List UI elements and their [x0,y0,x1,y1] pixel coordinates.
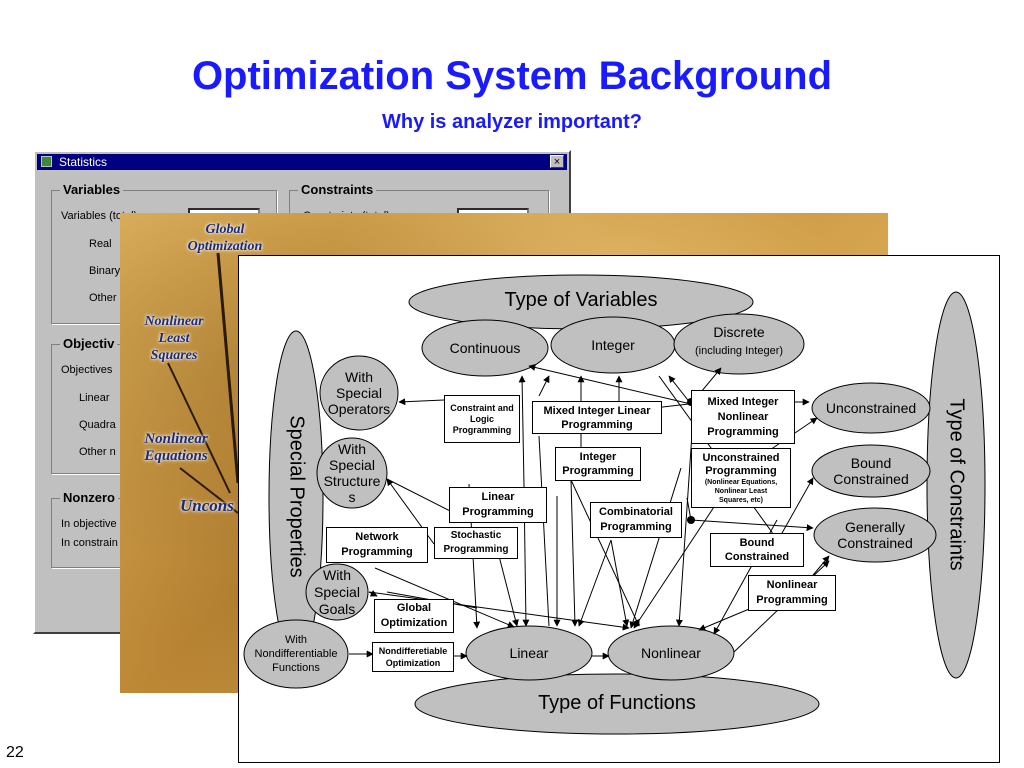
bound-constrained-label: Bound Constrained [833,455,909,487]
linear-label: Linear [509,645,549,661]
decor-line [167,362,231,494]
connector [498,555,519,627]
connector [577,539,612,627]
with-nondifferentiable-ellipse [243,619,349,689]
parchment-lines [167,252,240,514]
type-of-functions-ellipse [414,673,820,735]
objectives-total-label: Objectives [61,364,113,376]
generally-constrained-ellipse [813,507,937,563]
connector [368,591,630,631]
nonlinear-programming-box: Nonlinear Programming [748,575,836,611]
page-number: 22 [6,744,24,761]
discrete-note: (including Integer) [694,345,784,357]
combinatorial-programming-box: Combinatorial Programming [590,502,682,538]
window-title: Statistics [59,155,108,169]
variables-binary-label: Binary [89,265,121,277]
unconstrained-ellipse [811,382,931,434]
slide-subtitle: Why is analyzer important? [381,111,643,133]
type-of-functions-label: Type of Functions [538,692,696,714]
parchment-nonlinear-least-squares: Nonlinear Least Squares [144,314,204,363]
close-button[interactable]: × [550,155,564,168]
type-of-constraints-ellipse [926,291,986,679]
integer-label: Integer [591,337,635,353]
type-of-constraints-label: Type of Constraints [945,398,968,571]
with-nondifferentiable-label: With Nondifferentiable Functions [254,634,338,674]
special-properties-label: Special Properties [285,415,308,578]
with-special-operators-label: With Special Operators [327,369,391,417]
connector [518,375,526,487]
network-programming-box: Network Programming [326,527,428,563]
objectives-quadratic-label: Quadra [79,419,116,431]
discrete-ellipse [673,313,805,375]
with-special-structures-label: With Special Structure s [323,441,381,505]
bound-constrained-ellipse [811,444,931,498]
mixed-integer-nonlinear-box: Mixed Integer Nonlinear Programming [691,390,795,444]
nonzeros-objective-label: In objective [61,518,117,530]
connector [538,435,550,627]
connector [538,375,550,397]
variables-other-label: Other [89,292,117,304]
connector [610,539,630,627]
decor-line [179,467,239,514]
slide-title: Optimization System Background [191,54,833,98]
continuous-label: Continuous [449,340,521,356]
generally-constrained-label: Generally Constrained [837,519,913,551]
unconstrained-programming-title: Unconstrained Programming [702,451,780,477]
with-special-operators-ellipse [319,355,399,431]
parchment-nonlinear-equations: Nonlinear Equations [144,431,208,464]
with-special-goals-label: With Special Goals [314,566,360,617]
stochastic-programming-box: Stochastic Programming [434,527,518,559]
connector [368,590,378,597]
unconstrained-programming-note: (Nonlinear Equations, Nonlinear Least Sq… [704,478,778,504]
app-icon [41,156,52,167]
nonzeros-heading: Nonzero [60,490,118,505]
connector [374,567,515,628]
parchment-unconstrained: Uncons [180,496,234,515]
variables-real-label: Real [89,238,112,250]
window-titlebar[interactable]: Statistics × [37,154,567,170]
bound-constrained-box: Bound Constrained [710,533,804,567]
junction-dot [687,516,695,524]
with-special-structures-ellipse [316,437,388,509]
variables-total-label: Variables (total) [61,210,138,222]
optimization-diagram: Type of Variables Type of Functions Spec… [238,255,1000,763]
global-optimization-box: Global Optimization [374,599,454,633]
type-of-variables-label: Type of Variables [504,289,658,311]
constraints-heading: Constraints [298,182,377,197]
diagram-graphics [243,274,986,735]
with-special-goals-ellipse [305,563,369,621]
linear-programming-box: Linear Programming [449,487,547,523]
constraint-logic-programming-box: Constraint and Logic Programming [444,395,520,443]
unconstrained-programming-box: Unconstrained Programming (Nonlinear Equ… [691,448,791,508]
connector [528,364,692,405]
connector [398,398,445,406]
objectives-heading: Objectiv [60,336,118,351]
decor-line [216,252,240,484]
mixed-integer-linear-box: Mixed Integer Linear Programming [532,401,662,434]
connector [629,467,682,629]
connector [570,479,640,627]
variables-heading: Variables [60,182,124,197]
objectives-linear-label: Linear [79,392,110,404]
unconstrained-label: Unconstrained [825,400,917,416]
nondifferentiable-optimization-box: Nondifferetiable Optimization [372,642,454,672]
integer-programming-box: Integer Programming [555,447,641,481]
objectives-other-label: Other n [79,446,116,458]
nonzeros-constraints-label: In constrain [61,537,118,549]
connector [776,477,814,543]
connector [668,375,692,405]
nonlinear-label: Nonlinear [641,645,701,661]
connector [690,519,814,532]
connector [570,479,579,627]
parchment-global-optimization: Global Optimization [187,222,263,254]
discrete-label: Discrete [713,324,765,340]
continuous-ellipse [421,319,549,377]
